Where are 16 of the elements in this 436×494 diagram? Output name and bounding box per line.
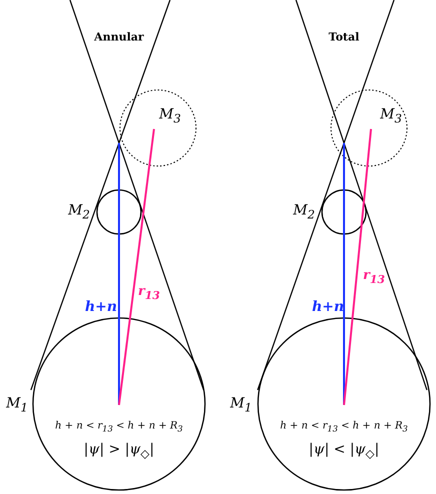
body-label: M$_{2}$ [293, 202, 315, 222]
body-label: M$_{3}$ [380, 106, 402, 126]
distance-label: h+n [84, 299, 118, 315]
inequality-formula: h + n < r$_{13}$ < h + n + R$_{3}$ [280, 420, 408, 434]
inequality-formula: h + n < r$_{13}$ < h + n + R$_{3}$ [55, 420, 183, 434]
panel-title: Annular [94, 30, 144, 44]
body-label: M$_{1}$ [230, 396, 252, 414]
body-label: M$_{3}$ [159, 106, 181, 126]
distance-label: r$_{13}$ [363, 268, 385, 286]
panel-title: Total [328, 30, 360, 44]
body-label: M$_{1}$ [6, 396, 28, 414]
distance-label: h+n [312, 299, 344, 315]
distance-label: r$_{13}$ [138, 284, 160, 302]
body-label: M$_{2}$ [68, 202, 90, 222]
inequality-formula: |ψ| < |ψ$_{◇}$| [308, 442, 380, 460]
inequality-formula: |ψ| > |ψ$_{◇}$| [84, 442, 154, 460]
